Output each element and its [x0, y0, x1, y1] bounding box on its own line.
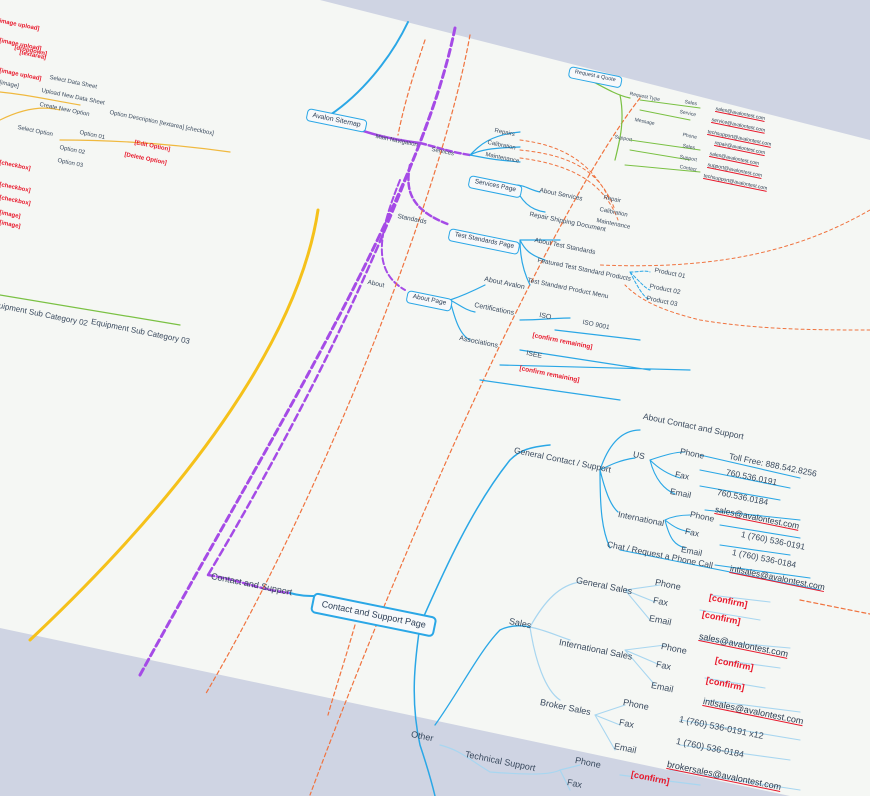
blue-bs-leaves	[594, 704, 801, 791]
orange-left-lines	[0, 91, 231, 153]
blue-intl-leaves	[664, 514, 811, 579]
blue-about-page	[449, 284, 691, 401]
yellow-branch-line	[28, 208, 320, 642]
mindmap-label[interactable]: Fax	[684, 526, 701, 539]
purple-to-contact	[206, 573, 292, 595]
blue-services-branches	[469, 131, 521, 163]
orange-arrow-contact	[327, 624, 356, 716]
green-branch-2	[614, 94, 623, 161]
purple-to-services	[418, 141, 472, 157]
blue-contact-other	[413, 624, 436, 796]
blue-general-branches	[599, 429, 641, 549]
blue-us-leaves	[649, 451, 801, 521]
purple-to-standards	[407, 163, 452, 227]
blue-gs-leaves	[624, 584, 791, 649]
blue-sales	[434, 625, 531, 726]
green-left-line	[0, 294, 181, 326]
blue-standards-page	[519, 239, 561, 286]
purple-dashed-main-line-2	[206, 90, 440, 577]
orange-dashed-line-3	[397, 39, 426, 136]
orange-curve-right	[599, 209, 870, 267]
orange-dashed-line-2	[309, 97, 641, 796]
cyan-branch-line	[329, 21, 409, 116]
blue-products	[629, 270, 651, 301]
blue-tech	[439, 744, 701, 791]
blue-chat	[619, 549, 821, 591]
orange-services-arcs	[519, 139, 619, 221]
orange-dashed-line	[204, 34, 471, 696]
mindmap-label[interactable]: Fax	[674, 469, 691, 482]
blue-sales-branches	[529, 581, 581, 701]
orange-dash-chat	[799, 599, 870, 615]
orange-curve-right-2	[624, 284, 870, 331]
mindmap-label[interactable]: US	[632, 449, 646, 462]
green-leaves	[624, 99, 701, 173]
purple-to-about	[380, 179, 406, 291]
blue-is-leaves	[624, 644, 801, 713]
blue-contact-main	[419, 444, 551, 626]
